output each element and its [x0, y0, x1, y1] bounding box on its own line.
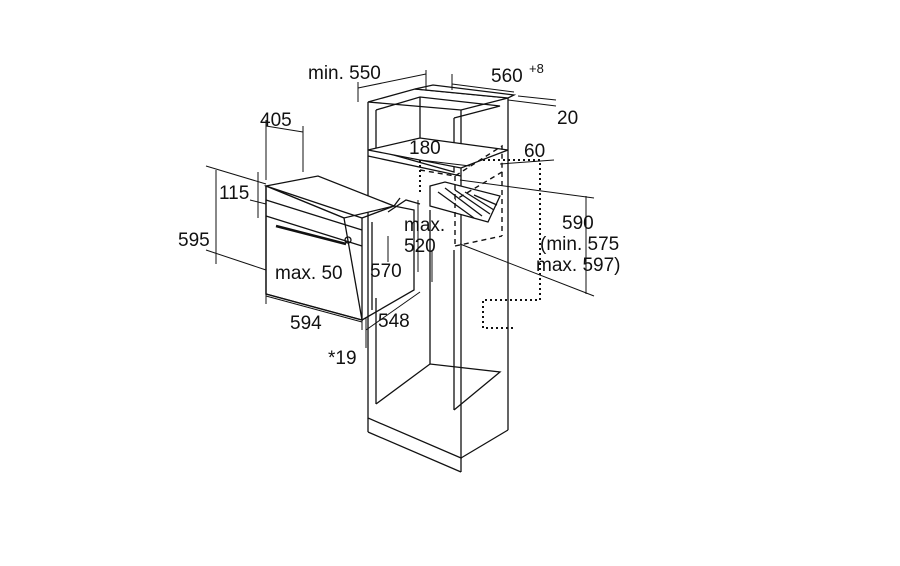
dim-ext-line [205, 165, 267, 185]
top-rail [414, 84, 517, 99]
label-niche-height-max: max. 597) [536, 255, 620, 276]
oven-knob-icon [344, 236, 352, 244]
dim-line-cabinet-width [451, 83, 515, 93]
dim-ext-line [459, 179, 595, 199]
label-cabinet-depth: min. 550 [308, 63, 381, 84]
label-rear-gap: 60 [524, 141, 545, 162]
ventilation-channel-dotted [482, 159, 541, 329]
dim-ext-line [459, 243, 595, 297]
dim-line-oven-width [265, 295, 363, 323]
label-max-depth-value: 520 [404, 236, 436, 257]
bottom-compartment-floor [375, 363, 502, 411]
recess-dashed-bottom [454, 235, 503, 247]
dim-line-top-gap [507, 99, 557, 107]
cabinet-front-outline [367, 102, 462, 459]
dim-line-body-depth [365, 291, 421, 331]
dim-line-oven-depth [265, 125, 304, 133]
dim-line-vent-opening [419, 159, 471, 167]
oven-front-outline [265, 186, 363, 321]
label-niche-height-min: (min. 575 [540, 234, 619, 255]
cabinet-bottom-right-edge [460, 429, 509, 459]
vent-slat [464, 191, 495, 211]
label-vent-opening: 180 [409, 138, 441, 159]
dim-line-cabinet-depth [357, 73, 427, 89]
vent-slat [437, 191, 475, 219]
label-body-depth: 548 [378, 311, 410, 332]
shelf-front-edge [367, 155, 462, 177]
dim-ext-line [205, 249, 267, 271]
label-niche-height: 590 [562, 213, 594, 234]
dimension-lines [205, 70, 595, 348]
oven [263, 175, 421, 321]
label-cabinet-width: 560 [491, 66, 523, 87]
top-compartment-rear [375, 96, 501, 119]
label-cabinet-width-tolerance: +8 [529, 61, 544, 76]
label-oven-depth-top: 405 [260, 110, 292, 131]
dim-tick [249, 199, 267, 205]
dim-line-top-gap [517, 95, 557, 101]
oven-rear-lip [393, 197, 401, 207]
dimension-labels: min. 550 560 +8 20 405 180 60 115 590 (m… [178, 61, 620, 369]
label-max-depth-prefix: max. [404, 215, 445, 236]
shelf [367, 137, 509, 169]
dim-line-rear-gap [499, 159, 555, 165]
label-control-panel: 115 [219, 183, 249, 204]
plinth-bottom [367, 431, 462, 473]
recess-dashed [419, 144, 503, 201]
vent-slat [454, 189, 491, 215]
control-panel-divider [265, 215, 363, 247]
label-oven-body-height: 570 [370, 261, 402, 282]
label-oven-height: 595 [178, 230, 210, 251]
oven-handle [275, 224, 347, 246]
oven-rear-flange [387, 199, 421, 213]
control-panel-inner-edge [265, 199, 363, 231]
vent-slat [473, 194, 498, 206]
cabinet [367, 84, 541, 473]
label-door-projection: max. 50 [275, 263, 343, 284]
label-oven-width: 594 [290, 313, 322, 334]
vent-slat [444, 187, 483, 217]
oven-right-side [361, 205, 415, 321]
oven-front-top-edge [265, 185, 363, 219]
label-front-thickness: *19 [328, 348, 357, 369]
vent-grille [429, 181, 501, 223]
label-top-gap: 20 [557, 108, 578, 129]
